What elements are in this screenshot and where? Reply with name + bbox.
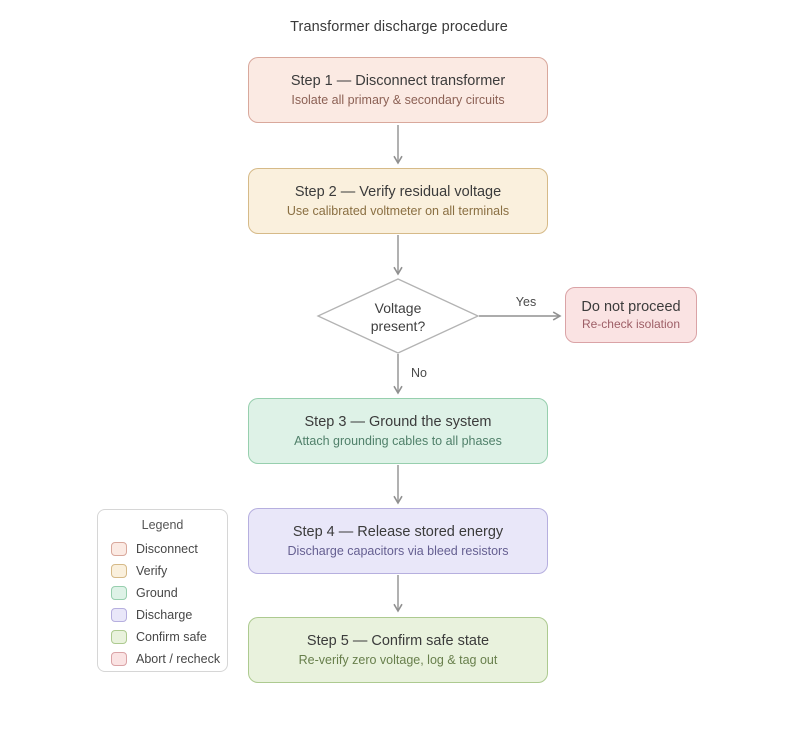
step-2-box: Step 2 — Verify residual voltage Use cal… — [248, 168, 548, 234]
step-subtitle: Attach grounding cables to all phases — [294, 434, 502, 448]
legend-item: Ground — [98, 582, 227, 604]
abort-subtitle: Re-check isolation — [581, 317, 681, 331]
legend: Legend Disconnect Verify Ground Discharg… — [97, 509, 228, 672]
abort-title: Do not proceed — [581, 299, 681, 315]
legend-swatch-abort-recheck — [111, 652, 127, 666]
legend-item-label: Confirm safe — [136, 630, 207, 644]
step-subtitle: Re-verify zero voltage, log & tag out — [298, 653, 498, 667]
legend-item-label: Abort / recheck — [136, 652, 221, 666]
decision-label: Voltage present? — [348, 299, 448, 335]
legend-swatch-discharge — [111, 608, 127, 622]
legend-item-label: Verify — [136, 564, 168, 578]
legend-swatch-disconnect — [111, 542, 127, 556]
legend-item-label: Discharge — [136, 608, 193, 622]
decision-line2: present? — [370, 318, 426, 334]
edge-label-yes: Yes — [515, 295, 537, 309]
legend-title: Legend — [141, 518, 184, 532]
abort-box: Do not proceed Re-check isolation — [565, 287, 697, 343]
step-title: Step 5 — Confirm safe state — [306, 633, 490, 649]
step-subtitle: Discharge capacitors via bleed resistors — [287, 544, 509, 558]
step-title: Step 4 — Release stored energy — [292, 524, 504, 540]
step-3-box: Step 3 — Ground the system Attach ground… — [248, 398, 548, 464]
step-title: Step 2 — Verify residual voltage — [294, 184, 502, 200]
legend-swatch-confirm-safe — [111, 630, 127, 644]
decision-diamond — [316, 278, 480, 354]
legend-item: Disconnect — [98, 538, 227, 560]
legend-swatch-ground — [111, 586, 127, 600]
legend-item: Confirm safe — [98, 626, 227, 648]
page-title: Transformer discharge procedure — [290, 19, 508, 35]
step-subtitle: Use calibrated voltmeter on all terminal… — [286, 204, 510, 218]
step-1-box: Step 1 — Disconnect transformer Isolate … — [248, 57, 548, 123]
legend-item-label: Ground — [136, 586, 178, 600]
decision-line1: Voltage — [374, 300, 422, 316]
step-title: Step 1 — Disconnect transformer — [290, 73, 506, 89]
legend-item-label: Disconnect — [136, 542, 198, 556]
step-4-box: Step 4 — Release stored energy Discharge… — [248, 508, 548, 574]
step-subtitle: Isolate all primary & secondary circuits — [291, 93, 505, 107]
legend-swatch-verify — [111, 564, 127, 578]
legend-item: Verify — [98, 560, 227, 582]
legend-item: Discharge — [98, 604, 227, 626]
legend-item: Abort / recheck — [98, 648, 227, 670]
step-title: Step 3 — Ground the system — [304, 414, 492, 430]
edge-label-no: No — [411, 366, 427, 380]
step-5-box: Step 5 — Confirm safe state Re-verify ze… — [248, 617, 548, 683]
